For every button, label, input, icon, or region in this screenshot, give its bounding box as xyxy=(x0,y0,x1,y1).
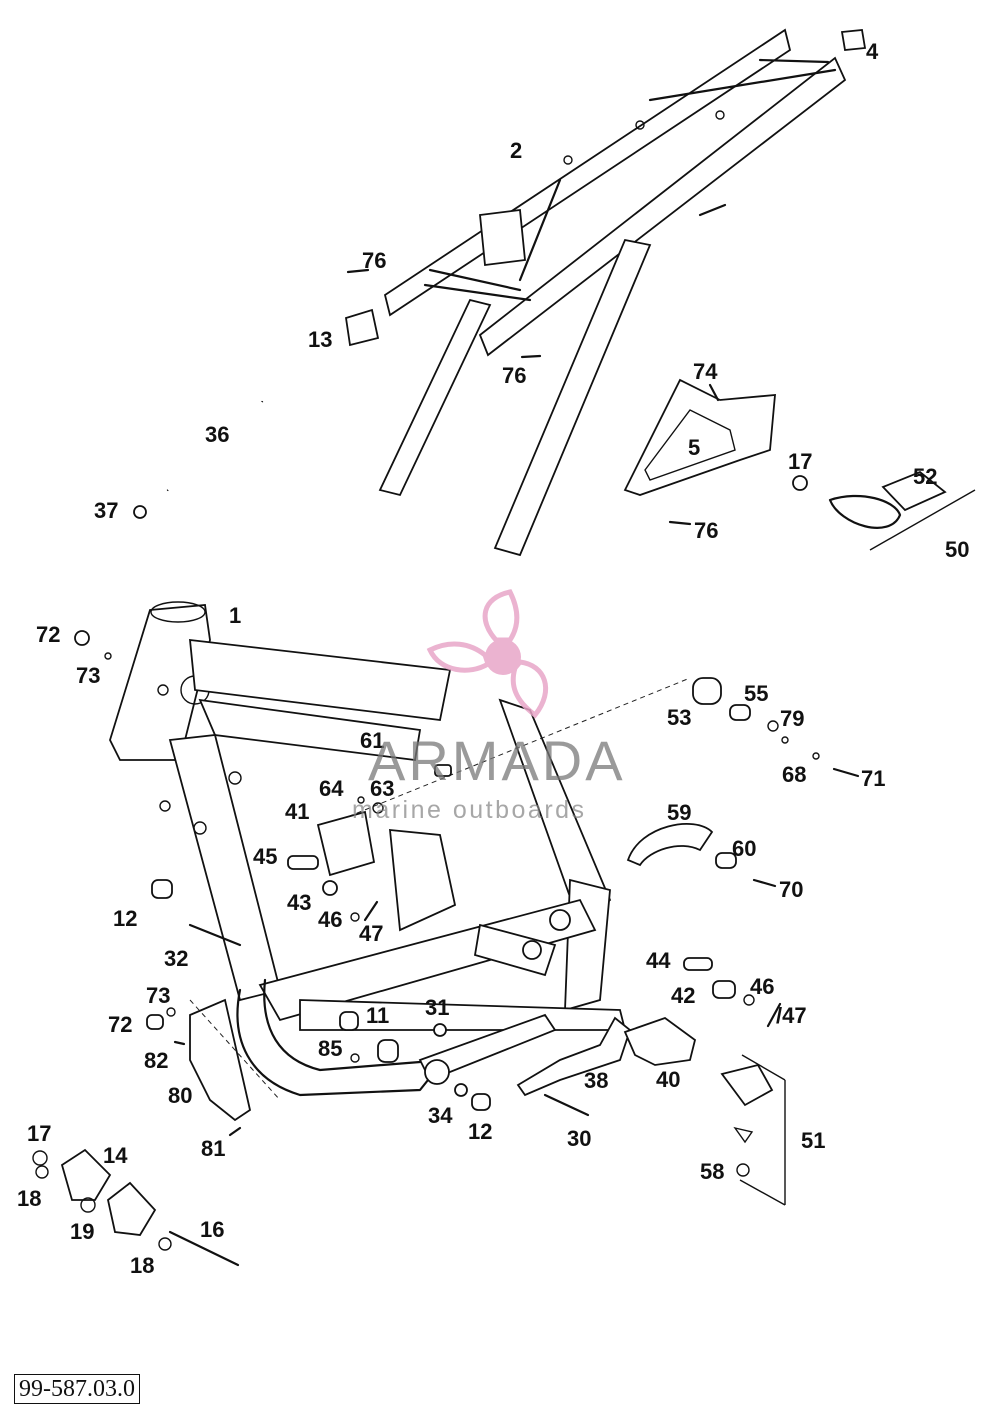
callout-label: 19 xyxy=(70,1219,94,1244)
callout-label: 73 xyxy=(76,663,100,688)
callout-label: 55 xyxy=(744,681,768,706)
callout-label: 76 xyxy=(502,363,526,388)
callout-label: 31 xyxy=(425,995,449,1020)
callout-label: 79 xyxy=(780,706,804,731)
callout-label: 5 xyxy=(688,435,700,460)
callout-label: 43 xyxy=(287,890,311,915)
callout-label: 2 xyxy=(510,138,522,163)
rear-subframe-drawing xyxy=(378,28,847,557)
callout-label: 72 xyxy=(108,1012,132,1037)
callout-label: 34 xyxy=(428,1103,453,1128)
callout-label: 74 xyxy=(693,359,718,384)
callout-label: 61 xyxy=(360,728,384,753)
callout-label: 46 xyxy=(318,907,342,932)
callout-label: /47 xyxy=(776,1003,807,1028)
callout-label: 76 xyxy=(362,248,386,273)
callout-label: 40 xyxy=(656,1067,680,1092)
callout-label: 58 xyxy=(700,1159,724,1184)
callout-label: 1 xyxy=(229,603,241,628)
callout-label: 50 xyxy=(945,537,969,562)
callout-label: 73 xyxy=(146,983,170,1008)
callout-label: 70 xyxy=(779,877,803,902)
callout-label: 18 xyxy=(130,1253,154,1278)
callout-label: 16 xyxy=(200,1217,224,1242)
callout-label: 37 xyxy=(94,498,118,523)
diagram-reference-code: 99-587.03.0 xyxy=(14,1374,140,1404)
callout-label: 53 xyxy=(667,705,691,730)
armada-logo-icon xyxy=(426,589,549,719)
callout-label: 45 xyxy=(253,844,277,869)
callout-label: 72 xyxy=(36,622,60,647)
watermark-brand: ARMADA xyxy=(368,729,626,792)
callout-label: 52 xyxy=(913,464,937,489)
callout-label: 4 xyxy=(866,39,879,64)
callout-label: 17 xyxy=(27,1121,51,1146)
callout-label: 32 xyxy=(164,946,188,971)
callout-label: 63 xyxy=(370,776,394,801)
callout-label: 47 xyxy=(359,921,383,946)
main-frame-drawing xyxy=(109,601,627,1097)
callout-label: 59 xyxy=(667,800,691,825)
callout-label: 42 xyxy=(671,983,695,1008)
callout-label: 41 xyxy=(285,799,309,824)
callout-label: 13 xyxy=(308,327,332,352)
callout-label: 81 xyxy=(201,1136,225,1161)
callout-label: 44 xyxy=(646,948,671,973)
callout-label: 46 xyxy=(750,974,774,999)
callout-label: 11 xyxy=(366,1003,389,1028)
watermark-tagline: marine outboards xyxy=(352,796,587,824)
callout-label: 60 xyxy=(732,836,756,861)
callout-labels: 1 2 4 5 11 12 12 13 14 16 17 17 18 18 19… xyxy=(17,39,969,1278)
callout-label: 80 xyxy=(168,1083,192,1108)
callout-label: 14 xyxy=(103,1143,128,1168)
callout-label: 36 xyxy=(205,422,229,447)
callout-label: 38 xyxy=(584,1068,608,1093)
callout-label: 85 xyxy=(318,1036,342,1061)
callout-label: 71 xyxy=(861,766,885,791)
callout-label: 18 xyxy=(17,1186,41,1211)
callout-label: 64 xyxy=(319,776,344,801)
small-parts-drawing xyxy=(32,29,976,1267)
callout-label: 76 xyxy=(694,518,718,543)
callout-label: 12 xyxy=(468,1119,492,1144)
callout-label: 17 xyxy=(788,449,812,474)
callout-label: 30 xyxy=(567,1126,591,1151)
callout-label: 12 xyxy=(113,906,137,931)
callout-label: 82 xyxy=(144,1048,168,1073)
callout-label: 51 xyxy=(801,1128,825,1153)
callout-label: 68 xyxy=(782,762,806,787)
